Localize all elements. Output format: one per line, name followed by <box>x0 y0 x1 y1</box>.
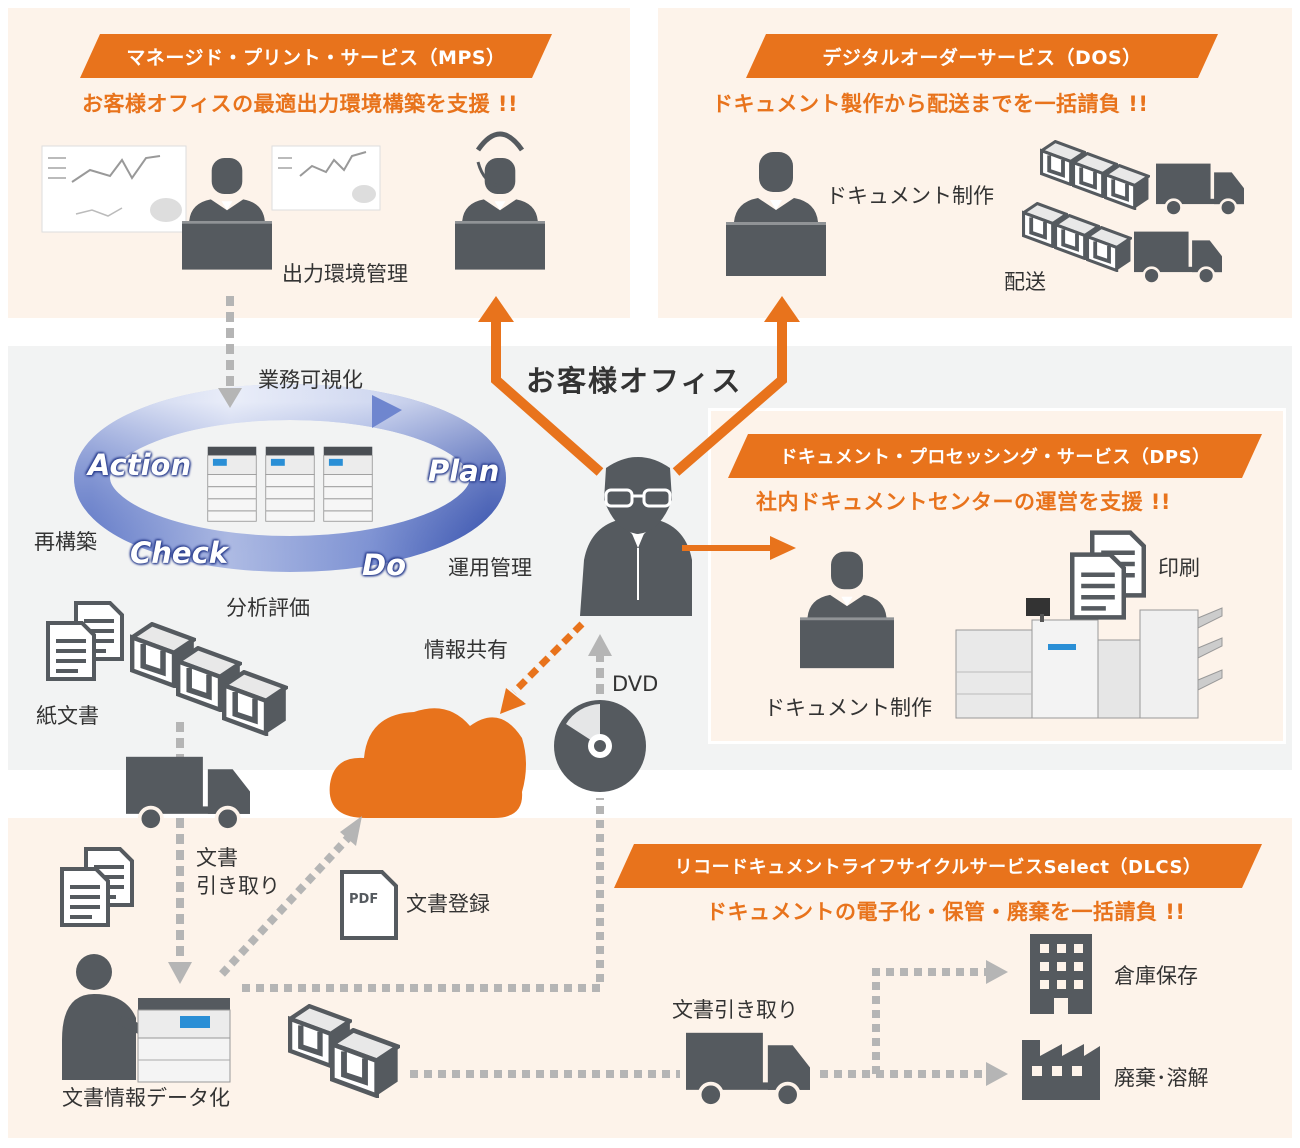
print-documents-icon <box>1072 533 1144 618</box>
label-pickup-line2: 引き取り <box>196 874 280 898</box>
orange-dashed-arrow-info-share <box>500 621 585 714</box>
label-paper-documents: 紙文書 <box>36 704 99 728</box>
pdca-plan: Plan <box>428 454 500 488</box>
operator-headset-person-icon <box>455 131 545 270</box>
cloud-icon <box>329 708 526 818</box>
pdca-check: Check <box>130 536 229 570</box>
boxes-icon <box>1022 140 1150 272</box>
dps-subtitle: 社内ドキュメントセンターの運営を支援 !! <box>756 490 1171 514</box>
paper-documents-icon <box>48 603 122 679</box>
dps-banner-shape <box>728 434 1262 478</box>
document-creator-person-icon <box>726 152 826 276</box>
label-storage: 倉庫保存 <box>1114 964 1198 988</box>
documents-icon <box>62 849 132 925</box>
customer-office-person-icon <box>580 457 692 616</box>
scanner-copier-icon <box>137 998 231 1083</box>
copier-icon <box>264 445 316 523</box>
orange-arrow-to-mps <box>478 296 604 476</box>
boxes-icon <box>132 624 286 734</box>
label-print: 印刷 <box>1158 556 1200 580</box>
copier-icon <box>322 445 374 523</box>
label-document-register: 文書登録 <box>406 892 490 916</box>
mps-subtitle: お客様オフィスの最適出力環境構築を支援 !! <box>82 92 519 116</box>
gray-dotted-arrow-to-storage-disposal <box>820 960 1008 1086</box>
pdf-icon-label: PDF <box>349 892 379 907</box>
label-info-share: 情報共有 <box>424 638 508 662</box>
orange-arrow-to-dps <box>682 536 796 560</box>
customer-office-title: お客様オフィス <box>526 364 743 398</box>
label-rebuild: 再構築 <box>34 530 97 554</box>
label-digitize: 文書情報データ化 <box>62 1086 230 1110</box>
chart-thumbnail-icon <box>271 145 381 211</box>
orange-arrow-to-dos <box>672 296 800 476</box>
digitization-person-icon <box>62 954 153 1080</box>
label-visualize: 業務可視化 <box>258 368 363 392</box>
pdf-file-icon <box>340 870 398 940</box>
manager-person-icon <box>182 158 272 270</box>
label-pickup-line1: 文書 <box>196 846 238 870</box>
gray-dashed-arrow-dvd <box>588 634 612 694</box>
label-delivery: 配送 <box>1004 270 1046 294</box>
dvd-icon <box>554 700 646 792</box>
label-document-pickup: 文書引き取り <box>672 998 798 1022</box>
warehouse-building-icon <box>1030 934 1092 1014</box>
truck-icon <box>686 1030 810 1108</box>
label-output-environment: 出力環境管理 <box>282 262 408 286</box>
truck-icon <box>126 757 250 830</box>
label-disposal: 廃棄･溶解 <box>1114 1066 1209 1090</box>
pdca-cycle-ring <box>74 384 506 572</box>
mps-title: マネージド・プリント・サービス（MPS） <box>126 46 506 69</box>
dps-title: ドキュメント・プロセッシング・サービス（DPS） <box>779 447 1211 468</box>
chart-thumbnail-icon <box>41 145 187 233</box>
label-analysis: 分析評価 <box>226 596 310 620</box>
gray-dotted-line-to-dvd <box>242 798 604 992</box>
dlcs-title: リコードキュメントライフサイクルサービスSelect（DLCS） <box>674 857 1202 878</box>
copier-icon <box>206 445 258 523</box>
truck-icon <box>1156 162 1244 217</box>
label-dvd: DVD <box>612 672 659 696</box>
production-printer-icon <box>955 598 1223 719</box>
dos-banner-shape <box>746 34 1218 78</box>
truck-icon <box>1134 230 1222 285</box>
label-operation: 運用管理 <box>448 556 532 580</box>
pdca-do: Do <box>362 548 406 582</box>
boxes-icon <box>290 1006 398 1096</box>
dps-document-creator-person-icon <box>800 551 894 669</box>
dos-subtitle: ドキュメント製作から配送までを一括請負 !! <box>712 92 1149 116</box>
gray-dotted-arrow-to-cloud <box>219 816 362 977</box>
dlcs-banner-shape <box>614 844 1262 888</box>
factory-icon <box>1022 1040 1100 1100</box>
pdca-action: Action <box>88 448 192 482</box>
dlcs-subtitle: ドキュメントの電子化・保管・廃棄を一括請負 !! <box>706 900 1186 924</box>
dos-title: デジタルオーダーサービス（DOS） <box>822 46 1142 69</box>
label-document-production: ドキュメント制作 <box>826 184 994 208</box>
mps-banner-shape <box>80 34 552 78</box>
label-dps-document-production: ドキュメント制作 <box>764 696 932 720</box>
gray-dashed-arrow <box>218 296 242 408</box>
